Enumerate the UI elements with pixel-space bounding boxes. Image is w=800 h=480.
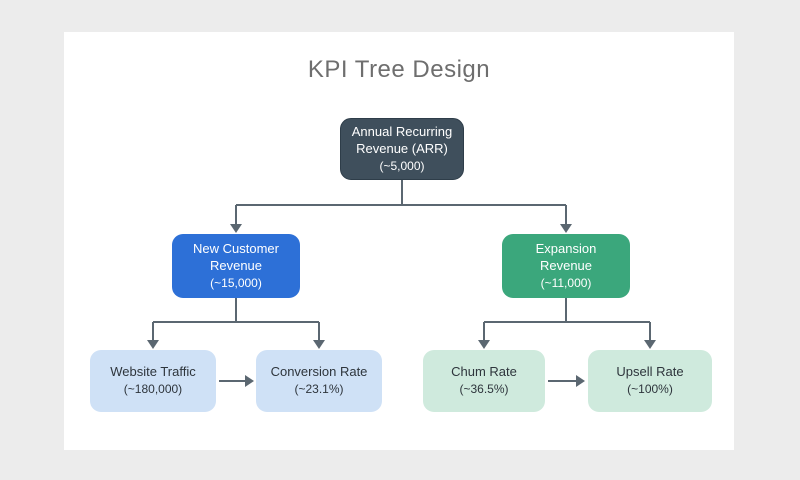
node-new-customer-revenue: New Customer Revenue (~15,000) <box>172 234 300 298</box>
node-label: Expansion Revenue <box>535 240 597 273</box>
node-expansion-revenue: Expansion Revenue (~11,000) <box>502 234 630 298</box>
diagram-card: KPI Tree Design Annual Recurring Revenue… <box>64 32 734 450</box>
node-conversion-rate: Conversion Rate (~23.1%) <box>256 350 382 412</box>
node-churn-rate: Chum Rate (~36.5%) <box>423 350 545 412</box>
node-value: (~23.1%) <box>294 382 344 397</box>
node-value: (~180,000) <box>123 382 183 397</box>
node-value: (~15,000) <box>210 275 262 290</box>
node-label: Website Traffic <box>110 364 196 380</box>
node-value: (~100%) <box>627 382 673 397</box>
node-label: Chum Rate <box>451 364 517 380</box>
node-label: Conversion Rate <box>270 364 368 380</box>
node-label: Upsell Rate <box>616 364 684 380</box>
node-annual-recurring-revenue: Annual Recurring Revenue (ARR) (~5,000) <box>340 118 464 180</box>
page-title: KPI Tree Design <box>307 56 491 83</box>
node-label: Annual Recurring Revenue (ARR) <box>351 123 453 156</box>
node-label: New Customer Revenue <box>193 240 279 273</box>
node-value: (~36.5%) <box>459 382 509 397</box>
node-value: (~11,000) <box>540 275 592 290</box>
node-website-traffic: Website Traffic (~180,000) <box>90 350 216 412</box>
node-upsell-rate: Upsell Rate (~100%) <box>588 350 712 412</box>
node-value: (~5,000) <box>379 158 425 173</box>
